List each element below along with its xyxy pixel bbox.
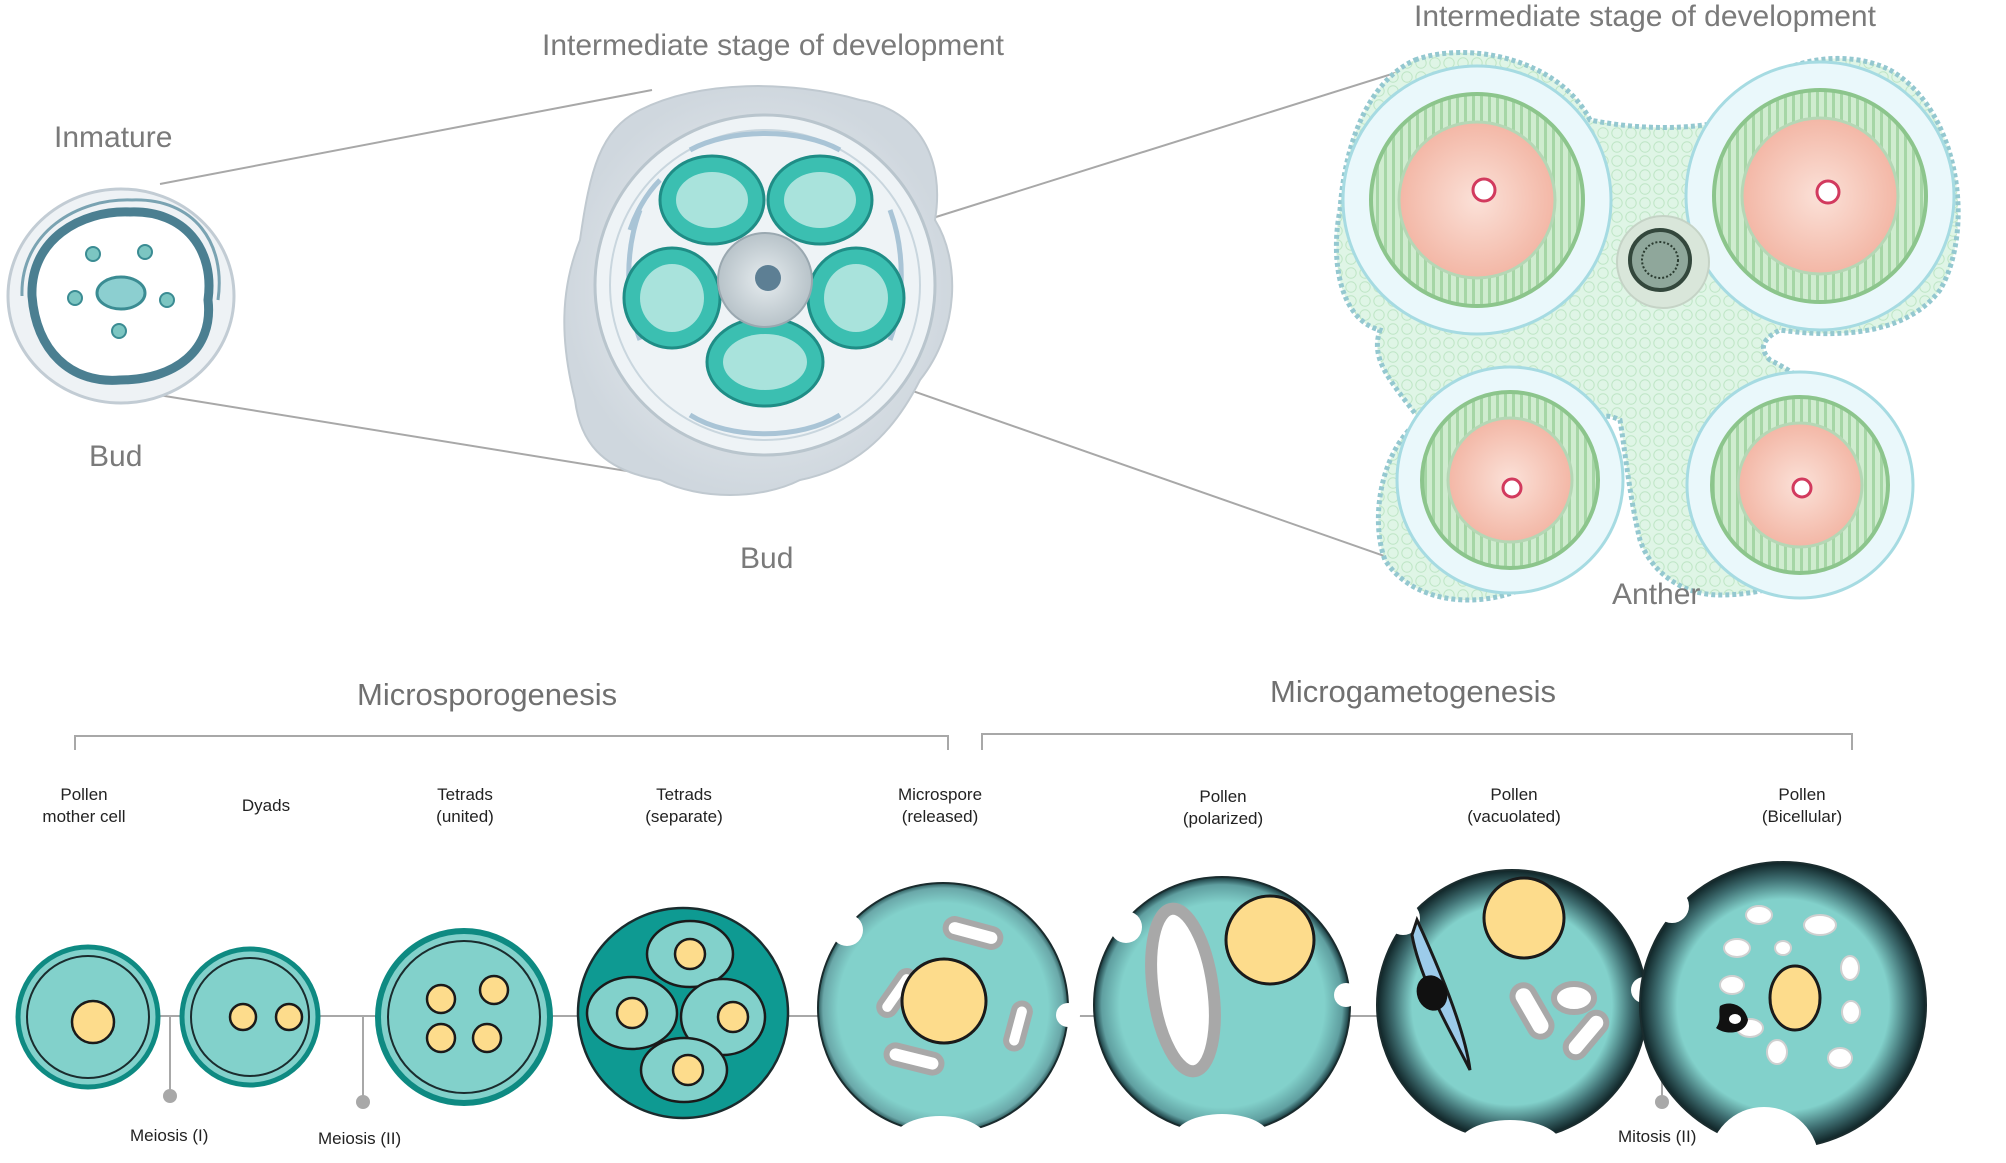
- stage-cell-pollen-mother-cell: [15, 944, 161, 1090]
- stage-cell-pollen-polarized: [1093, 876, 1358, 1162]
- stage-label-tetrads-separate: Tetrads(separate): [645, 785, 723, 826]
- intermediate-right-label: Intermediate stage of development: [1414, 0, 1876, 33]
- microgametogenesis-bracket: [981, 733, 1853, 750]
- stage-label-tetrads-united: Tetrads(united): [436, 785, 494, 826]
- microgametogenesis-label: Microgametogenesis: [1270, 674, 1557, 709]
- microsporogenesis-label: Microsporogenesis: [357, 677, 618, 712]
- stage-label-dyads: Dyads: [241, 796, 291, 815]
- bud-left-label: Bud: [89, 440, 143, 473]
- immature-bud-illustration: [6, 187, 236, 405]
- anther-locule-top-right: [1684, 60, 1956, 332]
- section-brackets: [74, 733, 1853, 750]
- anther-label: Anther: [1612, 578, 1701, 611]
- anther-vascular-bundle: [1616, 215, 1710, 309]
- anther-locule-bottom-left: [1395, 365, 1625, 595]
- stage-cell-tetrads-united: [375, 928, 553, 1106]
- stage-cell-microspore-released: [817, 882, 1080, 1163]
- stage-cell-tetrads-separate: [576, 906, 790, 1120]
- stage-cell-dyads: [179, 946, 321, 1088]
- division-markers: [163, 1089, 1669, 1109]
- anther-locule-bottom-right: [1685, 370, 1915, 600]
- stage-label-microspore-released: Microspore(released): [897, 785, 983, 826]
- stage-label-pollen-polarized: Pollen(polarized): [1182, 787, 1264, 828]
- mitosis2-marker: [1655, 1095, 1669, 1109]
- anther-locule-top-left: [1341, 64, 1613, 336]
- mitosis2-label: Mitosis (II): [1618, 1127, 1697, 1146]
- bud-center-label: Bud: [740, 542, 794, 575]
- meiosis1-label: Meiosis (I): [130, 1126, 209, 1145]
- intermediate-center-label: Intermediate stage of development: [542, 29, 1004, 62]
- anther-cross-section-illustration: [1333, 50, 1961, 603]
- microsporogenesis-bracket: [74, 735, 949, 750]
- bud-cross-section-illustration: [563, 85, 954, 496]
- meiosis1-marker: [163, 1089, 177, 1103]
- stage-label-pollen-vacuolated: Pollen(vacuolated): [1467, 785, 1561, 826]
- stage-cell-pollen-vacuolated: [1376, 869, 1657, 1163]
- meiosis2-label: Meiosis (II): [318, 1129, 402, 1148]
- immature-label: Inmature: [54, 121, 173, 154]
- meiosis2-marker: [356, 1095, 370, 1109]
- stage-cell-pollen-bicellular: [1639, 861, 1927, 1163]
- stage-label-pollen-bicellular: Pollen(Bicellular): [1761, 785, 1843, 826]
